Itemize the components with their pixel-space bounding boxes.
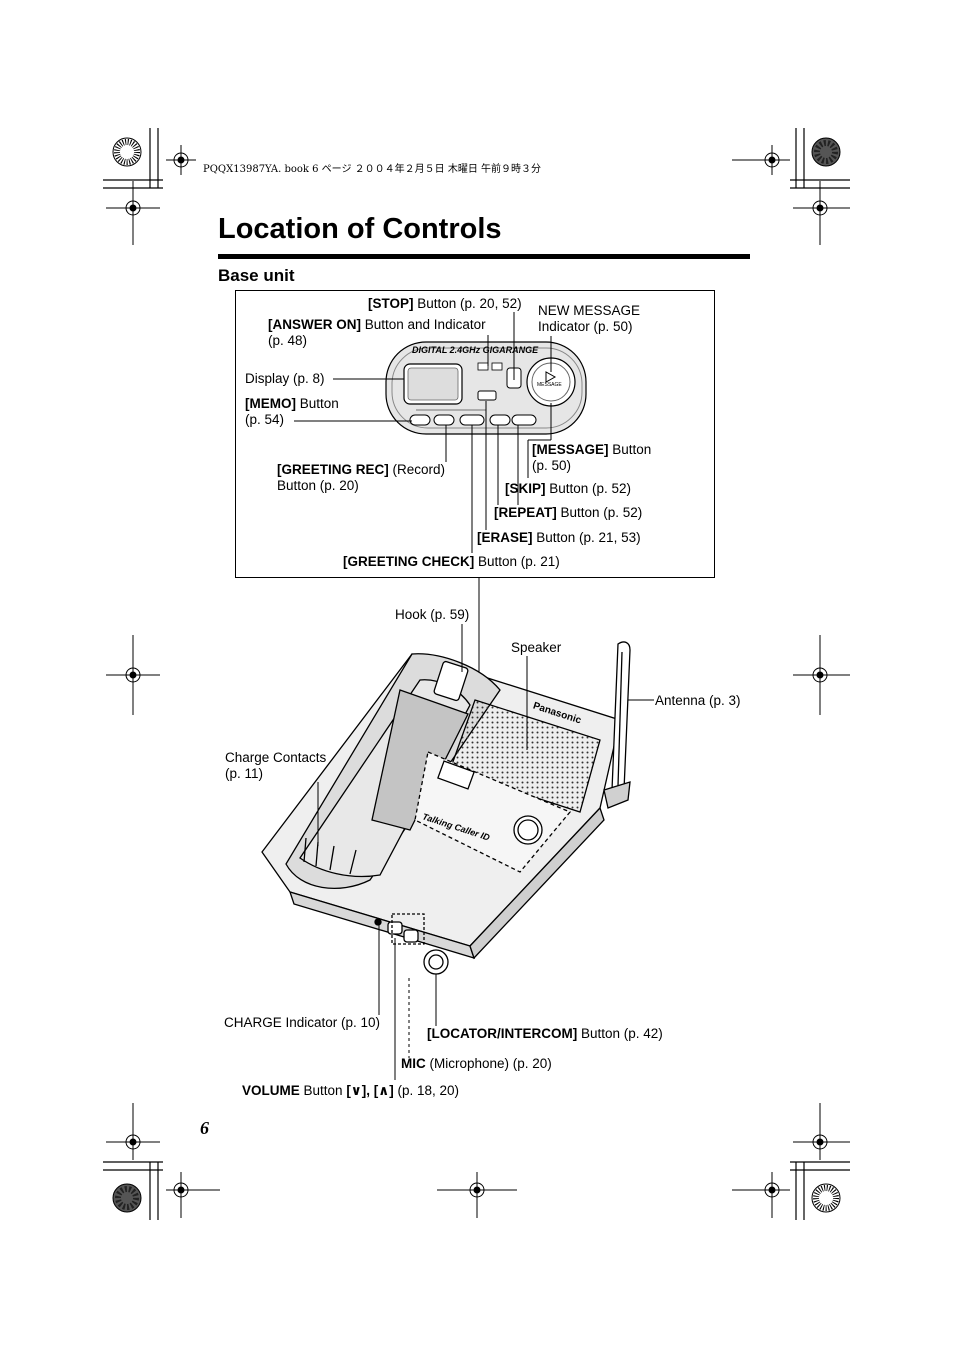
page-number: 6 [200,1118,209,1138]
crop-marks [103,128,850,1220]
label-display: Display (p. 8) [245,371,325,386]
reg-mark [106,181,160,245]
file-header-line: PQQX13987YA. book 6 ページ ２００４年２月５日 木曜日 午前… [203,164,542,175]
label-stop: [STOP] Button (p. 20, 52) [368,296,522,311]
label-hook: Hook (p. 59) [395,607,470,622]
registration-marks [106,145,850,1218]
label-charge-contacts: Charge Contacts(p. 11) [225,750,327,781]
label-answer-on: [ANSWER ON] Button and Indicator(p. 48) [268,317,486,348]
control-panel-box [235,290,715,578]
label-repeat: [REPEAT] Button (p. 52) [494,505,643,520]
label-mic: MIC (Microphone) (p. 20) [401,1056,552,1071]
section-heading: Base unit [218,266,295,285]
reg-mark [793,635,850,715]
reg-mark [437,1172,517,1218]
panel-message-text: MESSAGE [537,382,562,388]
reg-mark [106,635,160,715]
reg-mark [732,145,790,175]
label-erase: [ERASE] Button (p. 21, 53) [477,530,641,545]
label-charge-indicator: CHARGE Indicator (p. 10) [224,1015,381,1030]
unit-leader-lines [317,624,654,1080]
label-volume: VOLUME Button [∨], [∧] (p. 18, 20) [242,1083,460,1098]
label-greeting-check: [GREETING CHECK] Button (p. 21) [343,554,560,569]
label-message: [MESSAGE] Button(p. 50) [532,442,652,473]
reg-mark [166,145,196,175]
reg-mark [732,1172,790,1218]
label-locator-intercom: [LOCATOR/INTERCOM] Button (p. 42) [427,1026,663,1041]
base-unit-illustration [261,641,631,975]
reg-mark [793,1103,850,1160]
corner-rosettes [112,137,841,1213]
panel-digital-logo: DIGITAL 2.4GHz GIGARANGE [412,345,539,355]
label-skip: [SKIP] Button (p. 52) [505,481,632,496]
label-greeting-rec: [GREETING REC] (Record)Button (p. 20) [277,462,446,493]
page-title: Location of Controls [218,213,502,245]
title-rule [218,254,750,259]
reg-mark [106,1103,160,1160]
box-leader-lines [294,312,552,780]
reg-mark [166,1172,220,1218]
reg-mark [793,181,850,245]
label-antenna: Antenna (p. 3) [655,693,741,708]
label-memo: [MEMO] Button(p. 54) [245,396,339,427]
label-speaker: Speaker [511,640,562,655]
